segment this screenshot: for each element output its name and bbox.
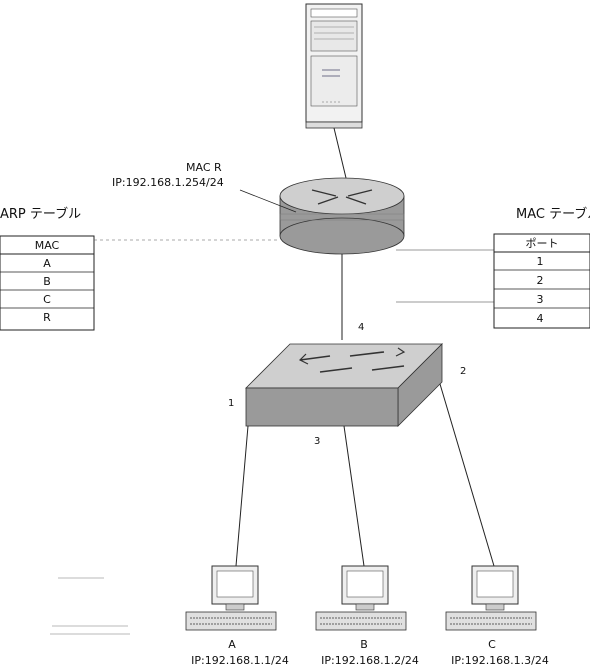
mac-row: 3	[537, 293, 544, 306]
router-icon	[279, 177, 405, 255]
faint-device-icon	[50, 577, 130, 635]
link-switch-host-b	[343, 425, 365, 567]
mac-row: 2	[537, 274, 544, 287]
host-c-ip: IP:192.168.1.3/24	[451, 654, 549, 667]
host-b-name: B	[360, 638, 368, 651]
host-b-ip: IP:192.168.1.2/24	[321, 654, 419, 667]
host-a-name: A	[228, 638, 236, 651]
mac-col-port: ポート	[526, 237, 559, 250]
mac-table: MAC テーブル ポート 1 2 3 4	[493, 206, 590, 329]
link-switch-host-a	[235, 425, 249, 567]
router-label-leader	[239, 189, 297, 213]
arp-row: R	[43, 311, 51, 324]
host-a-ip: IP:192.168.1.1/24	[191, 654, 289, 667]
host-a-computer-icon	[185, 565, 277, 631]
server-icon	[305, 3, 363, 129]
host-c-computer-icon	[445, 565, 537, 631]
arp-row: A	[43, 257, 51, 270]
router-mac-label: MAC R	[186, 161, 222, 174]
link-server-router	[333, 127, 347, 179]
host-b-computer-icon	[315, 565, 407, 631]
switch-icon	[245, 343, 443, 427]
switch-port-uplink: 4	[358, 322, 364, 333]
arp-row: C	[43, 293, 51, 306]
arp-row: B	[43, 275, 51, 288]
arp-table-title: ARP テーブル	[0, 206, 81, 222]
link-switch-host-c	[439, 383, 495, 567]
router-ip-label: IP:192.168.1.254/24	[112, 176, 224, 189]
arp-col-mac: MAC	[35, 239, 60, 252]
host-c-name: C	[488, 638, 496, 651]
mac-table-title: MAC テーブル	[516, 206, 590, 222]
mac-row: 1	[537, 255, 544, 268]
mac-row: 4	[537, 312, 544, 325]
switch-port-left: 1	[228, 398, 234, 409]
arp-table: ARP テーブル MAC A B C R	[0, 206, 95, 331]
switch-port-right: 2	[460, 366, 466, 377]
switch-port-mid: 3	[314, 436, 320, 447]
